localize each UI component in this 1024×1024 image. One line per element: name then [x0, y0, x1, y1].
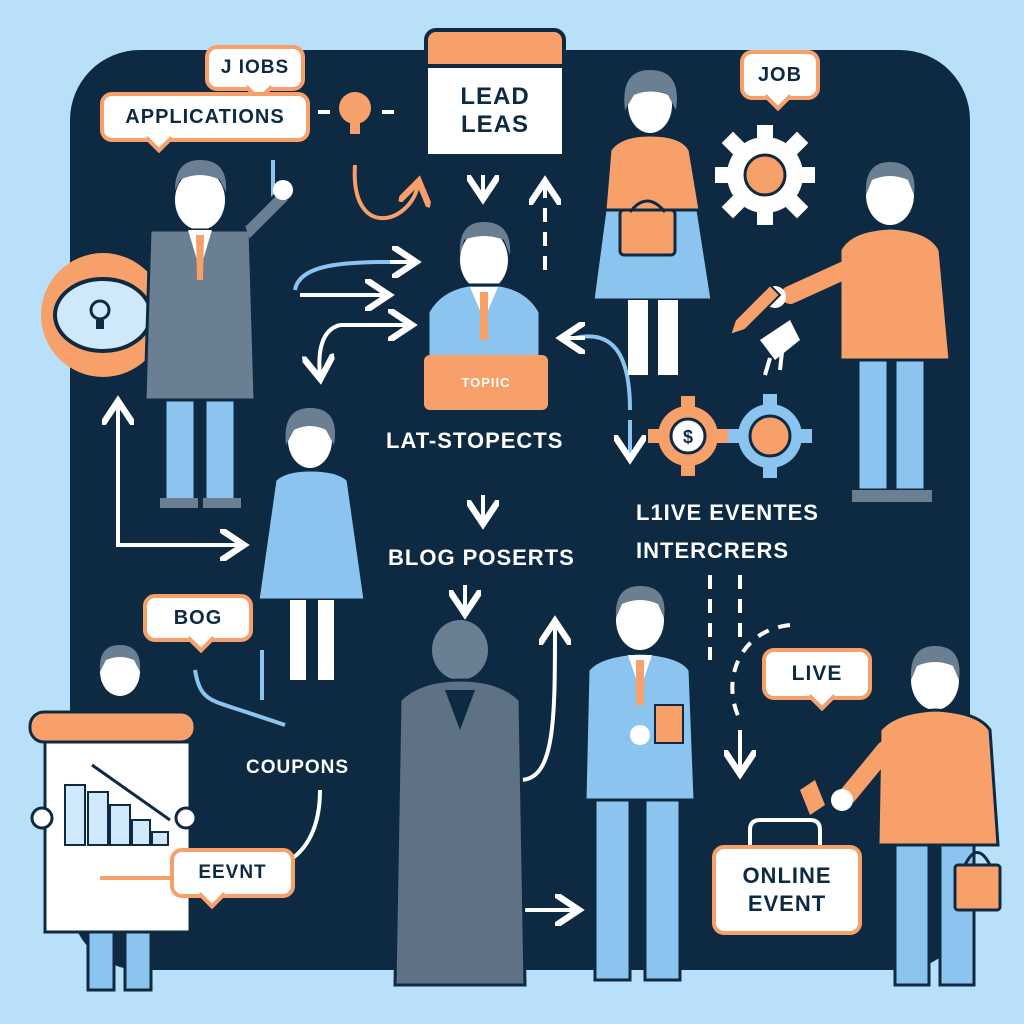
plug-icon	[760, 320, 800, 376]
live-bubble-text: LIVE	[791, 662, 843, 685]
lightbulb-icon	[318, 92, 394, 134]
person-presenter-center	[426, 222, 542, 362]
dollar-gear-icon: $	[648, 396, 728, 476]
pen-nib-icon	[748, 780, 825, 850]
person-businessman-topleft	[143, 160, 293, 508]
blog-poserts-label: BLOG POSERTS	[388, 545, 575, 570]
person-presenter-bottomleft	[86, 645, 153, 992]
bar-chart-board-icon	[28, 710, 198, 934]
person-woman-center	[256, 408, 367, 680]
online-event-line-1: ONLINE	[742, 863, 832, 888]
job-bubble-text: JOB	[757, 63, 803, 86]
person-woman-topcenter	[591, 70, 714, 375]
svg-text:$: $	[683, 427, 693, 447]
topic-sign: TOPIIC	[424, 355, 548, 410]
shopping-bag-icon	[953, 851, 1002, 912]
online-event-sign: ONLINE EVENT	[712, 845, 862, 935]
calendar-line-1: LEAD	[460, 83, 530, 110]
topic-sign-text: TOPIIC	[461, 375, 511, 390]
applications-bubble-text: APPLICATIONS	[125, 105, 285, 128]
online-event-line-2: EVENT	[747, 891, 827, 916]
person-gray-coat	[393, 620, 527, 987]
calendar-line-2: LEAS	[460, 111, 529, 138]
jobs-bubble-text: J IOBS	[220, 57, 290, 78]
bog-bubble-text: BOG	[173, 606, 223, 629]
bog-bubble: BOG	[143, 594, 253, 654]
calendar-header	[424, 28, 566, 68]
person-man-bottomright	[831, 646, 1000, 987]
person-man-notebook	[583, 586, 697, 982]
calendar-body: LEAD LEAS	[424, 68, 566, 158]
calendar-icon: LEAD LEAS	[424, 28, 566, 158]
live-eventes-label: L1IVE EVENTES	[636, 500, 819, 525]
gear-blue-icon	[728, 394, 812, 478]
coupons-label: COUPONS	[246, 757, 350, 778]
lat-stopects-label: LAT-STOPECTS	[386, 428, 564, 453]
intercrers-label: INTERCRERS	[636, 538, 790, 563]
person-man-right	[764, 162, 952, 502]
job-bubble: JOB	[740, 50, 820, 112]
live-bubble: LIVE	[762, 648, 872, 712]
eevnt-bubble: EEVNT	[170, 848, 295, 910]
cloud-lightbulb-icon	[41, 253, 165, 377]
gear-icon	[715, 125, 815, 225]
jobs-bubble: J IOBS	[205, 45, 305, 103]
pen-icon	[728, 283, 782, 337]
applications-bubble: APPLICATIONS	[100, 92, 310, 154]
eevnt-bubble-text: EEVNT	[198, 862, 267, 883]
